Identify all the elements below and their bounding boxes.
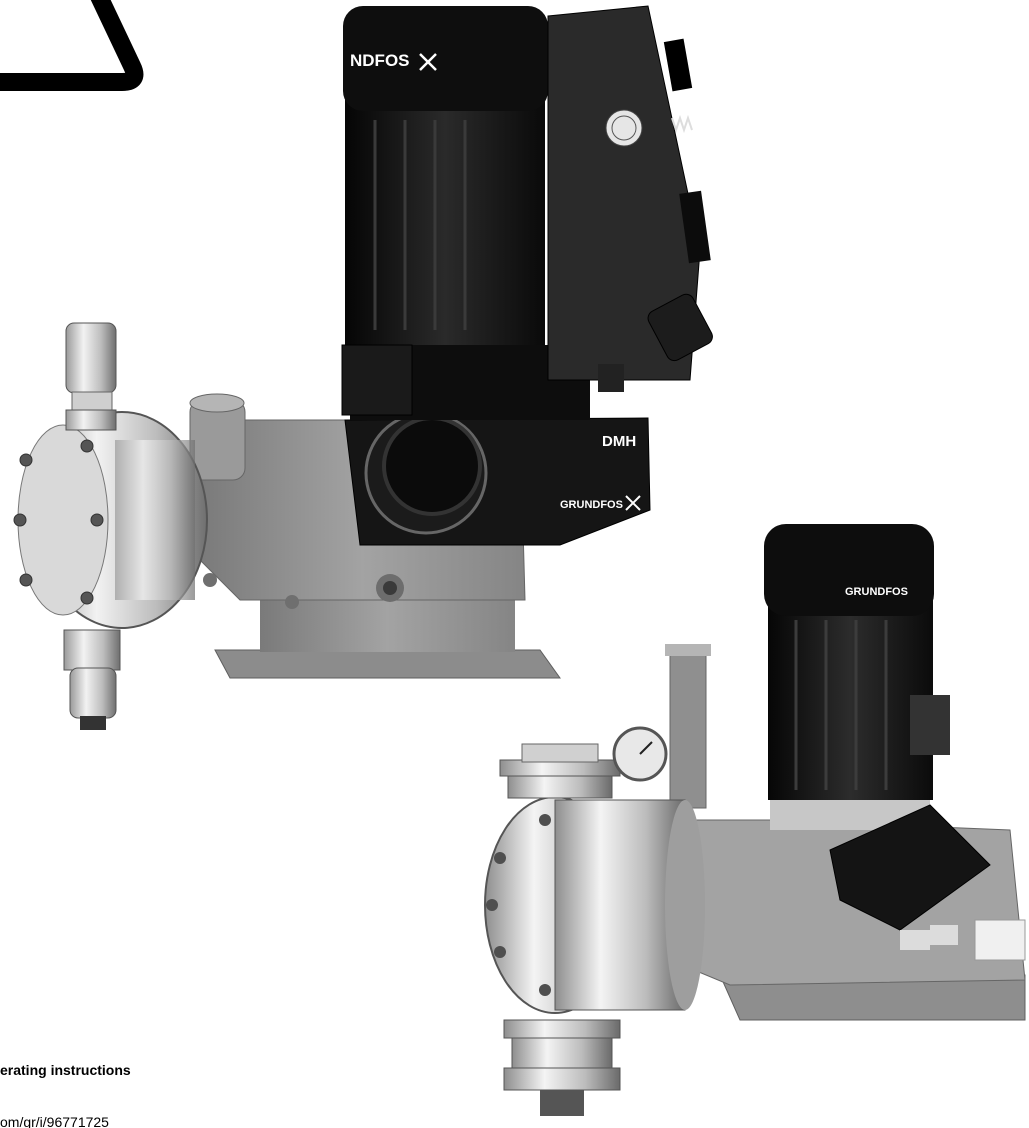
document-url[interactable]: om/gr/i/96771725: [0, 1114, 109, 1128]
brand-label-motor: NDFOS: [350, 51, 410, 70]
corner-triangle-mark: [0, 0, 144, 91]
brand-label-panel: GRUNDFOS: [560, 499, 623, 511]
model-label: DMH: [602, 433, 636, 450]
brand-label-small-motor: GRUNDFOS: [845, 586, 908, 598]
secondary-pump-illustration: GRUNDFOS: [484, 524, 1026, 1116]
grundfos-x-icon: [625, 495, 641, 511]
document-title: erating instructions: [0, 1062, 131, 1078]
dmh-pump-illustration: DMH GRUNDFOS NDFOS: [13, 5, 713, 730]
